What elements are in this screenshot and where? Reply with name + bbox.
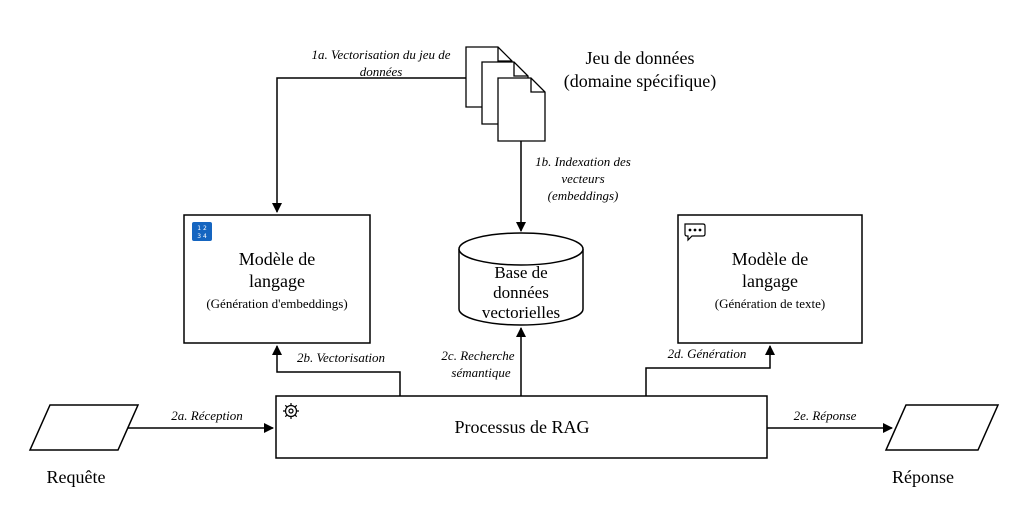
vector-db-line1: Base de	[494, 263, 547, 282]
step-1a-line2: données	[360, 64, 403, 79]
gear-icon	[283, 403, 299, 419]
vector-db-line2: données	[493, 283, 549, 302]
step-2c-line1: 2c. Recherche	[441, 348, 514, 363]
embedding-model-title-line2: langage	[249, 271, 305, 291]
text-model-title-line2: langage	[742, 271, 798, 291]
step-1b-line1: 1b. Indexation des	[535, 154, 631, 169]
embedding-model-box	[183, 214, 371, 344]
dataset-title-line1: Jeu de données	[586, 48, 695, 68]
chat-bubble-icon	[684, 223, 706, 242]
rag-process-box	[275, 395, 768, 459]
numbers-grid-icon: 1 2 3 4	[192, 222, 212, 241]
step-2b: 2b. Vectorisation	[297, 350, 385, 365]
step-1b-line2: vecteurs	[561, 171, 604, 186]
text-model-subtitle: (Génération de texte)	[715, 296, 825, 311]
rag-process-title: Processus de RAG	[455, 417, 590, 437]
vector-db-line3: vectorielles	[482, 303, 560, 322]
documents-stack-icon	[465, 46, 546, 142]
dataset-title-line2: (domaine spécifique)	[564, 71, 716, 92]
arrow-2d	[645, 345, 775, 396]
step-2e: 2e. Réponse	[794, 408, 857, 423]
step-1b-line3: (embeddings)	[548, 188, 619, 203]
embedding-model-subtitle: (Génération d'embeddings)	[206, 296, 347, 311]
request-shape	[28, 404, 140, 451]
step-1a-line1: 1a. Vectorisation du jeu de	[311, 47, 450, 62]
step-2c-line2: sémantique	[451, 365, 510, 380]
response-label: Réponse	[892, 467, 954, 487]
embedding-model-title-line1: Modèle de	[239, 249, 315, 269]
text-model-title-line1: Modèle de	[732, 249, 808, 269]
arrow-1a	[272, 77, 466, 213]
request-label: Requête	[47, 467, 106, 487]
text-model-box	[677, 214, 863, 344]
response-shape	[884, 404, 1000, 451]
numbers-grid-icon-line1: 1 2	[197, 225, 207, 232]
numbers-grid-icon-line2: 3 4	[197, 233, 207, 240]
arrow-2b	[272, 345, 401, 396]
vector-database-cylinder	[458, 232, 584, 326]
step-2a: 2a. Réception	[171, 408, 242, 423]
step-2d: 2d. Génération	[668, 346, 747, 361]
